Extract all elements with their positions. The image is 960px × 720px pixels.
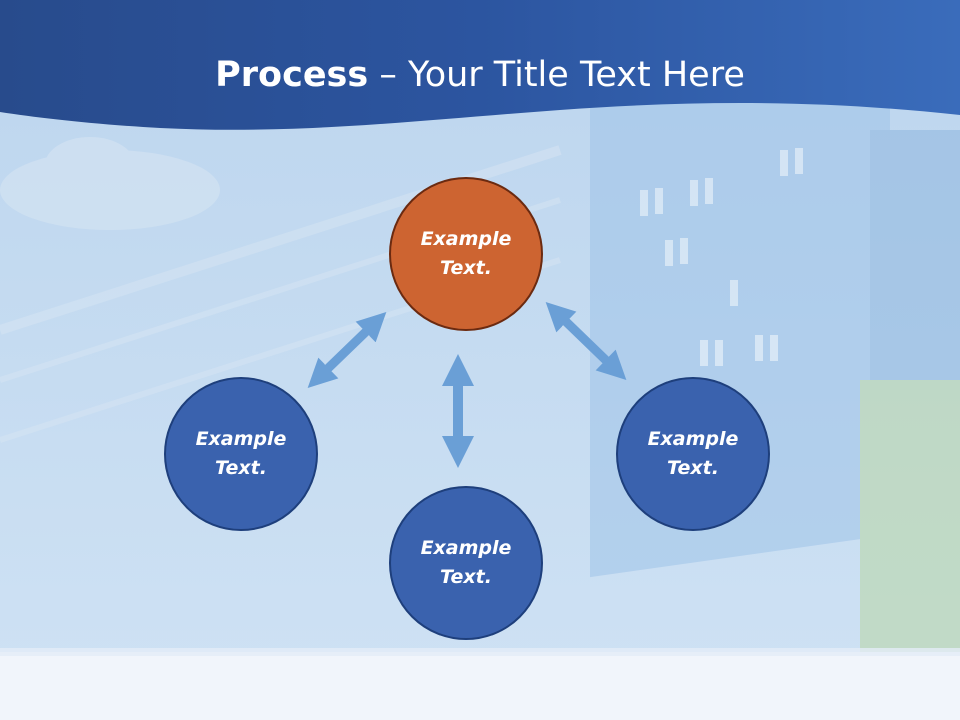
slide-title: Process – Your Title Text Here (0, 50, 960, 100)
node-label: Example Text. (647, 428, 739, 479)
process-node-bottom: Example Text. (389, 486, 543, 640)
arrow-top-left (307, 311, 387, 389)
node-label: Example Text. (420, 228, 512, 279)
process-node-right: Example Text. (616, 377, 770, 531)
node-label: Example Text. (420, 537, 512, 588)
arrow-top-right (545, 301, 627, 381)
process-node-top: Example Text. (389, 177, 543, 331)
process-node-left: Example Text. (164, 377, 318, 531)
background-scenery (0, 14, 960, 660)
title-rest: – Your Title Text Here (368, 55, 745, 95)
title-bold: Process (215, 55, 369, 95)
header-band (0, 0, 960, 130)
node-label: Example Text. (195, 428, 287, 479)
footer-band (0, 652, 960, 720)
